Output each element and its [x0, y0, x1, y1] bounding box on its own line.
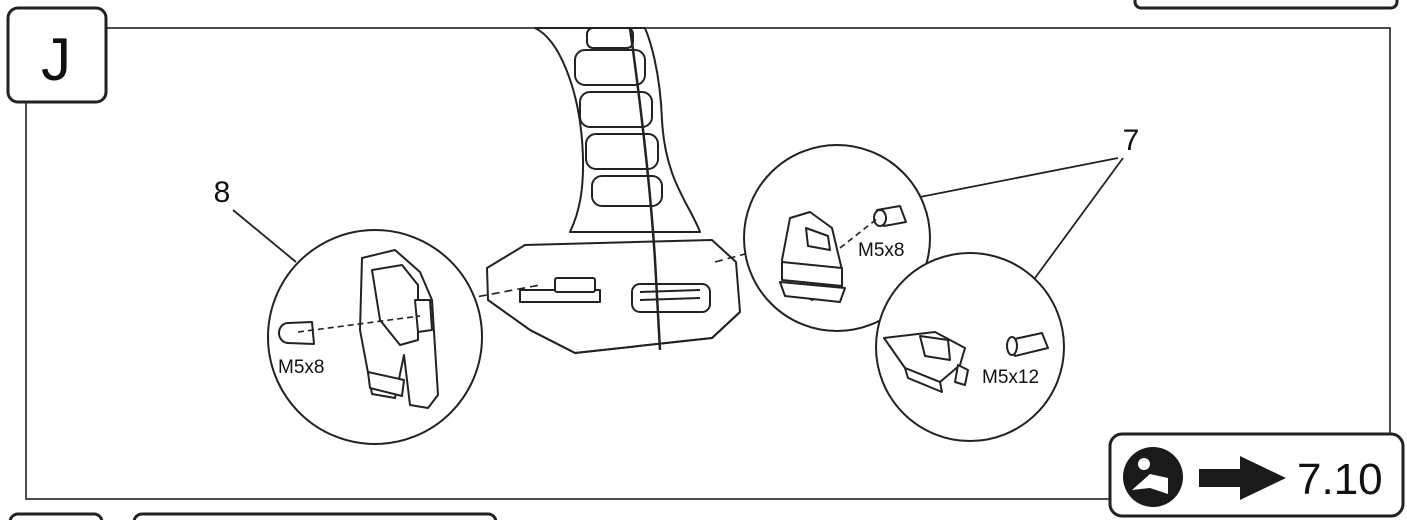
callout-number-8: 8	[214, 176, 231, 209]
arrow-right-icon	[1199, 456, 1286, 500]
leader-lines	[232, 157, 1124, 279]
callout-number-7: 7	[1123, 124, 1140, 157]
detail-circle-bit-holder: M5x8	[743, 144, 931, 332]
read-manual-icon	[1123, 447, 1183, 507]
detail-circle-hook: M5x12	[875, 252, 1065, 442]
detail-circle-belt-clip: M5x8	[267, 229, 483, 445]
manual-reference-badge: 7.10	[1108, 432, 1405, 518]
screw-label-right-top: M5x8	[858, 240, 904, 261]
tool-body	[486, 27, 741, 354]
step-badge: J	[6, 6, 108, 104]
neighbor-tab-bottom-mid	[132, 512, 498, 520]
screw-label-right-bottom: M5x12	[982, 367, 1039, 388]
panel-frame	[25, 27, 1391, 500]
section-reference: 7.10	[1297, 455, 1383, 504]
neighbor-tab-bottom-left	[8, 512, 104, 520]
neighbor-tab-top	[1133, 0, 1399, 10]
screw-label-left: M5x8	[278, 357, 324, 378]
step-letter: J	[41, 26, 71, 93]
